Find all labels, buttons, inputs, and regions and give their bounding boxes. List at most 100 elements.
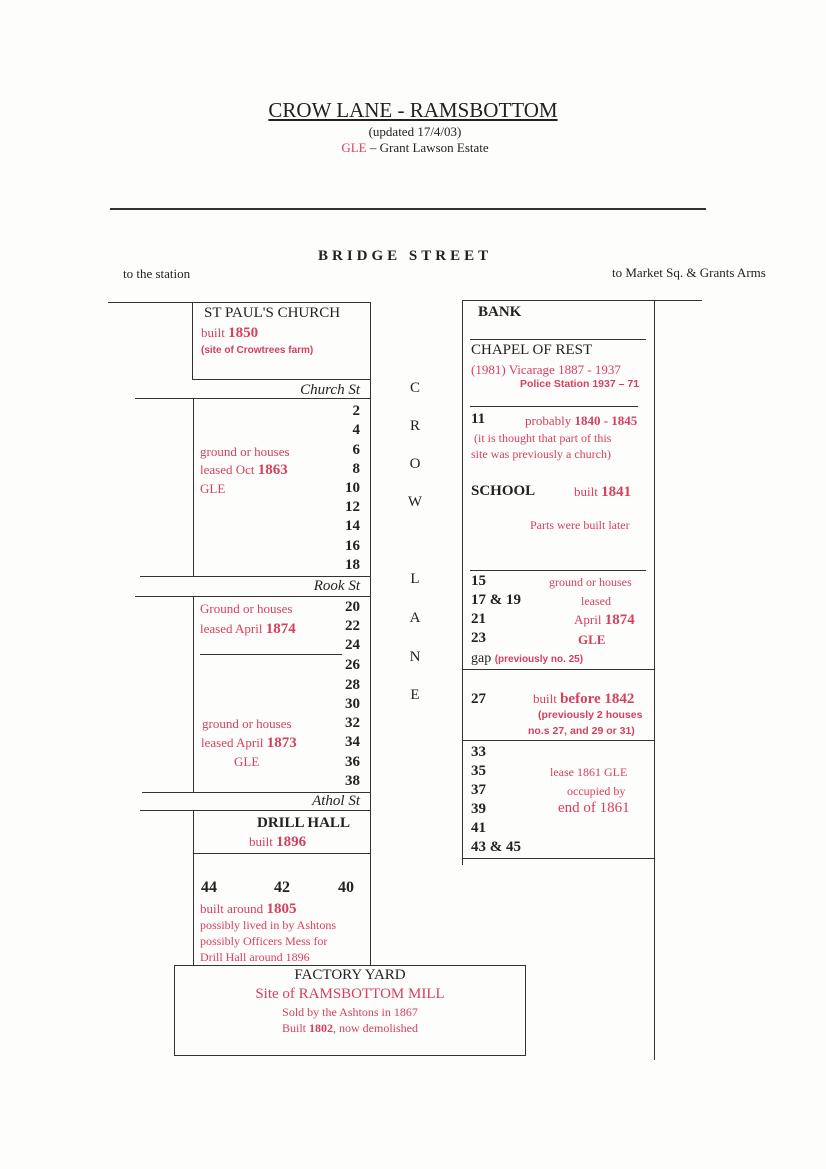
drill-hall-title: DRILL HALL (257, 815, 350, 831)
gap-note: (previously no. 25) (494, 654, 584, 665)
block2-bottom-line (142, 792, 370, 793)
church-built: built 1850 (201, 325, 258, 342)
n11-prob-label: probably (525, 413, 572, 428)
n27-built: built before 1842 (533, 691, 634, 708)
church-bottom-line (192, 379, 370, 380)
block1-year: 1863 (257, 462, 288, 478)
school-year: 1841 (601, 484, 632, 500)
block2a-note: Ground or houses (200, 601, 293, 616)
factory-yard-box (174, 965, 526, 1056)
athol-st-label: Athol St (312, 793, 360, 809)
house-number: 4 (352, 422, 361, 438)
block2b-note: ground or houses (202, 716, 292, 731)
block1-bottom-line (140, 576, 370, 577)
church-st-label: Church St (300, 382, 360, 398)
right-lane-edge (462, 300, 463, 865)
church-site-note: (site of Crowtrees farm) (201, 345, 314, 356)
house-number: 8 (352, 461, 361, 477)
drill-left-edge (193, 810, 194, 965)
n15-year: 1874 (604, 612, 635, 628)
lease-note: lease 1861 GLE (550, 765, 628, 779)
crow-lane-letter: C (409, 380, 420, 396)
house-number: 24 (345, 637, 360, 653)
school-built-label: built (574, 484, 598, 499)
church-st-line (135, 398, 370, 399)
houses-built: built around 1805 (200, 901, 296, 918)
to-station-label: to the station (123, 266, 191, 281)
house-number: 43 & 45 (471, 839, 521, 855)
n11-note: site was previously a church) (471, 447, 611, 461)
house-number: 16 (345, 538, 360, 554)
right-bottom-line (462, 858, 654, 859)
drill-hall-built: built 1896 (249, 834, 306, 851)
rook-st-line (135, 596, 370, 597)
right-outer-edge (654, 300, 655, 1060)
house-number: 30 (345, 696, 360, 712)
block1-lease: leased Oct 1863 (200, 462, 288, 479)
house-number: 14 (345, 518, 360, 534)
n15-april-label: April (574, 612, 602, 627)
to-market-label: to Market Sq. & Grants Arms (612, 265, 766, 280)
chapel-vicarage: (1981) Vicarage 1887 - 1937 (471, 362, 621, 378)
block2-divider (200, 654, 342, 655)
crow-lane-letter: R (409, 418, 420, 434)
block2-left-edge (193, 596, 194, 792)
n27-note: no.s 27, and 29 or 31) (528, 725, 635, 737)
gle-legend: GLE – Grant Lawson Estate (0, 140, 826, 156)
crow-lane-letter: N (409, 649, 421, 665)
n15-gle: GLE (578, 632, 606, 647)
houses-note: Drill Hall around 1896 (200, 950, 310, 964)
n11-years: 1840 - 1845 (574, 413, 638, 428)
n15-april: April 1874 (574, 612, 635, 629)
n11-note: (it is thought that part of this (474, 431, 612, 445)
house-number: 10 (345, 480, 360, 496)
updated-date: (updated 17/4/03) (368, 124, 462, 139)
bank-divider (470, 339, 646, 340)
page-title: CROW LANE - RAMSBOTTOM (268, 98, 558, 122)
houses-built-label: built around (200, 901, 264, 916)
house-number: 41 (471, 820, 486, 836)
bank-label: BANK (478, 304, 522, 320)
house-number: 2 (352, 403, 361, 419)
rook-st-label: Rook St (313, 578, 360, 594)
crow-lane-letter: O (409, 456, 421, 472)
n27-built-label: built (533, 691, 557, 706)
block2a-year: 1874 (265, 621, 296, 637)
school-divider (470, 570, 646, 571)
block2a-lease: leased April 1874 (200, 621, 296, 638)
house-number: 38 (345, 773, 360, 789)
chapel-year: (1981) (471, 362, 506, 377)
house-number: 21 (471, 611, 486, 627)
occupied-note: occupied by (567, 784, 626, 798)
church-title: ST PAUL'S CHURCH (204, 305, 341, 321)
gap-label: gap (471, 651, 492, 666)
crow-lane-letter: E (410, 687, 420, 703)
house-number: 28 (345, 677, 360, 693)
factory-built-year: 1802 (309, 1021, 333, 1035)
crow-lane-letter: L (410, 571, 420, 587)
houses-year: 1805 (266, 901, 297, 917)
bridge-street-label: BRIDGE STREET (318, 248, 493, 264)
school-parts: Parts were built later (530, 518, 630, 532)
block1-gle: GLE (200, 481, 226, 496)
house-number: 37 (471, 782, 486, 798)
house-number: 27 (471, 691, 486, 707)
header-divider (110, 208, 706, 210)
factory-built-label: Built (281, 1021, 306, 1035)
crow-lane-letter: A (409, 610, 421, 626)
crow-lane-letter: W (407, 494, 423, 510)
house-number: 11 (471, 411, 486, 427)
house-number: 34 (345, 734, 360, 750)
vicarage-years: Vicarage 1887 - 1937 (508, 362, 621, 377)
factory-built: Built 1802, now demolished (174, 1021, 526, 1036)
n27-note: (previously 2 houses (538, 709, 643, 721)
house-number: 36 (345, 754, 360, 770)
house-number: 6 (352, 442, 361, 458)
block1-lease-label: leased Oct (200, 462, 255, 477)
factory-site: Site of RAMSBOTTOM MILL (255, 986, 445, 1002)
left-top-line (108, 302, 371, 303)
block1-left-edge (193, 398, 194, 576)
school-title: SCHOOL (471, 483, 536, 499)
house-number: 20 (345, 599, 360, 615)
factory-sold: Sold by the Ashtons in 1867 (282, 1005, 418, 1019)
